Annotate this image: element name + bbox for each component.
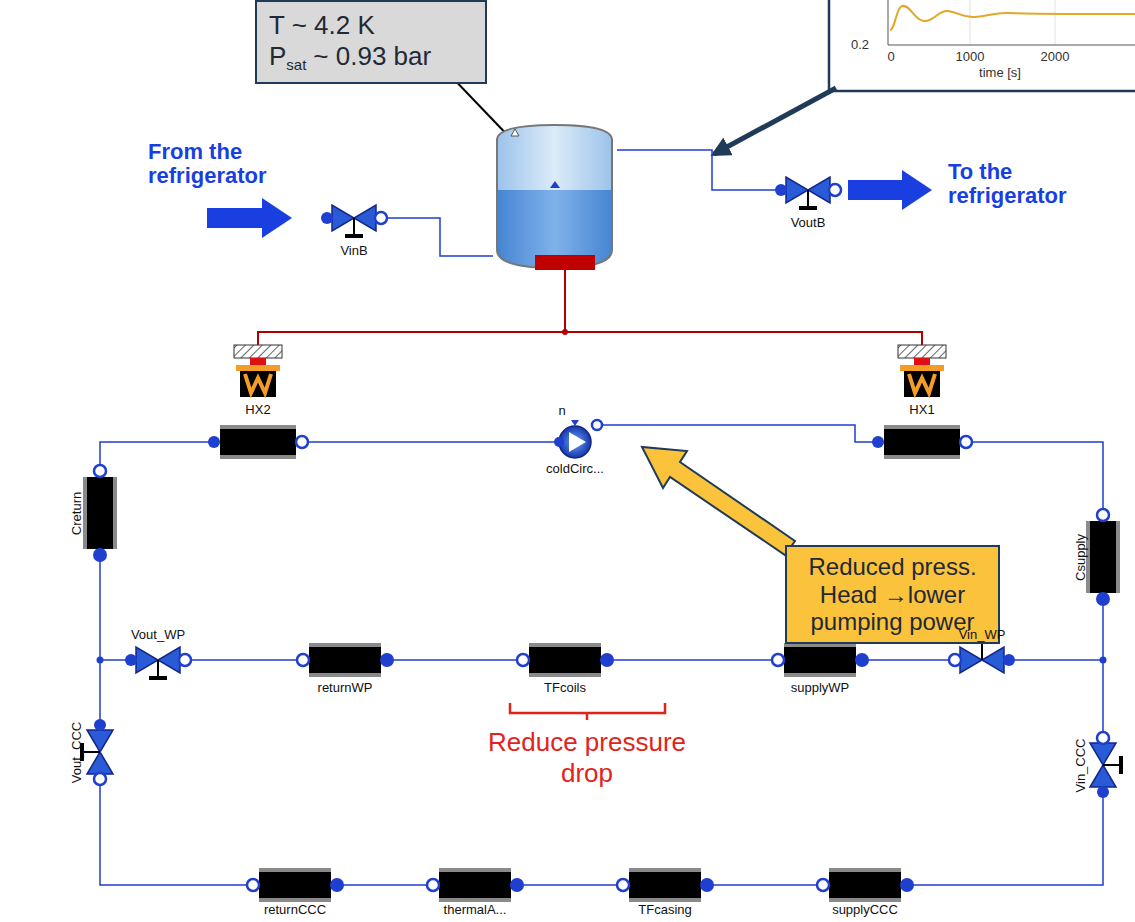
fluid-lines bbox=[100, 150, 1103, 885]
axis-tick: 2000 bbox=[1041, 50, 1070, 65]
pipe-symbol bbox=[817, 868, 914, 902]
callout-arrow bbox=[642, 447, 795, 555]
component-name: returnWP bbox=[318, 681, 373, 696]
component-name: Vout_CCC bbox=[71, 721, 86, 782]
component-name: supplyCCC bbox=[832, 903, 898, 918]
component-name: coldCirc... bbox=[546, 462, 604, 477]
pipe-symbol bbox=[617, 868, 714, 902]
symbol-text: P bbox=[269, 41, 286, 71]
valve-symbol bbox=[80, 719, 113, 785]
axis-title: time [s] bbox=[979, 66, 1021, 81]
pipe-symbol bbox=[517, 643, 614, 677]
pipe-symbol bbox=[427, 868, 524, 902]
component-name: VinB bbox=[340, 244, 367, 259]
helium-bath-tank bbox=[490, 125, 620, 280]
component-name: TFcoils bbox=[544, 681, 586, 696]
pipe-symbol bbox=[297, 643, 394, 677]
annotation: Reduce pressure drop bbox=[467, 727, 707, 789]
valve-symbol bbox=[775, 177, 841, 210]
pump-symbol bbox=[554, 420, 602, 458]
component-name: thermalA... bbox=[444, 903, 507, 918]
pipe-symbol bbox=[1086, 509, 1120, 606]
valve-symbol bbox=[321, 205, 387, 238]
chart-fragment bbox=[829, 0, 1135, 91]
component-name: supplyWP bbox=[791, 681, 850, 696]
component-name: Vin_WP bbox=[959, 628, 1006, 643]
component-name: VoutB bbox=[791, 216, 826, 231]
component-name: Vin_CCC bbox=[1074, 738, 1089, 792]
component-name: returnCCC bbox=[264, 903, 326, 918]
callout-line: Psat ~ 0.93 bar bbox=[269, 41, 473, 74]
callout-text: Reduced press. Head →lower pumping power bbox=[795, 553, 990, 636]
bracket bbox=[510, 703, 665, 720]
parameter-name: n bbox=[558, 404, 565, 419]
component-name: HX1 bbox=[909, 403, 934, 418]
axis-tick: 0 bbox=[887, 50, 894, 65]
flow-arrow bbox=[207, 198, 292, 238]
heat-exchanger bbox=[208, 332, 308, 459]
component-name: Creturn bbox=[71, 491, 86, 534]
component-name: Csupply bbox=[1074, 534, 1089, 581]
valve-symbol bbox=[1090, 732, 1123, 798]
component-name: TFcasing bbox=[638, 903, 691, 918]
subscript-text: sat bbox=[286, 56, 306, 73]
valve-symbol bbox=[125, 647, 191, 680]
flow-arrow bbox=[848, 170, 932, 210]
valve-symbol bbox=[949, 640, 1015, 673]
axis-tick: 0.2 bbox=[851, 38, 869, 53]
thermal-link bbox=[258, 270, 922, 345]
flow-label: From the refrigerator bbox=[148, 140, 298, 188]
flow-label: To the refrigerator bbox=[948, 160, 1118, 208]
pipe-symbol bbox=[247, 868, 344, 902]
callout-text: T ~ 4.2 K bbox=[269, 10, 473, 41]
component-name: Vout_WP bbox=[131, 628, 185, 643]
value-text: ~ 0.93 bar bbox=[313, 41, 431, 71]
callout-arrow bbox=[714, 88, 836, 154]
pipe-symbol bbox=[772, 643, 869, 677]
axis-tick: 1000 bbox=[956, 50, 985, 65]
component-name: HX2 bbox=[245, 403, 270, 418]
pipe-symbol bbox=[83, 465, 117, 562]
heat-exchanger bbox=[872, 332, 972, 459]
callout-box: T ~ 4.2 KPsat ~ 0.93 bar bbox=[255, 0, 487, 84]
